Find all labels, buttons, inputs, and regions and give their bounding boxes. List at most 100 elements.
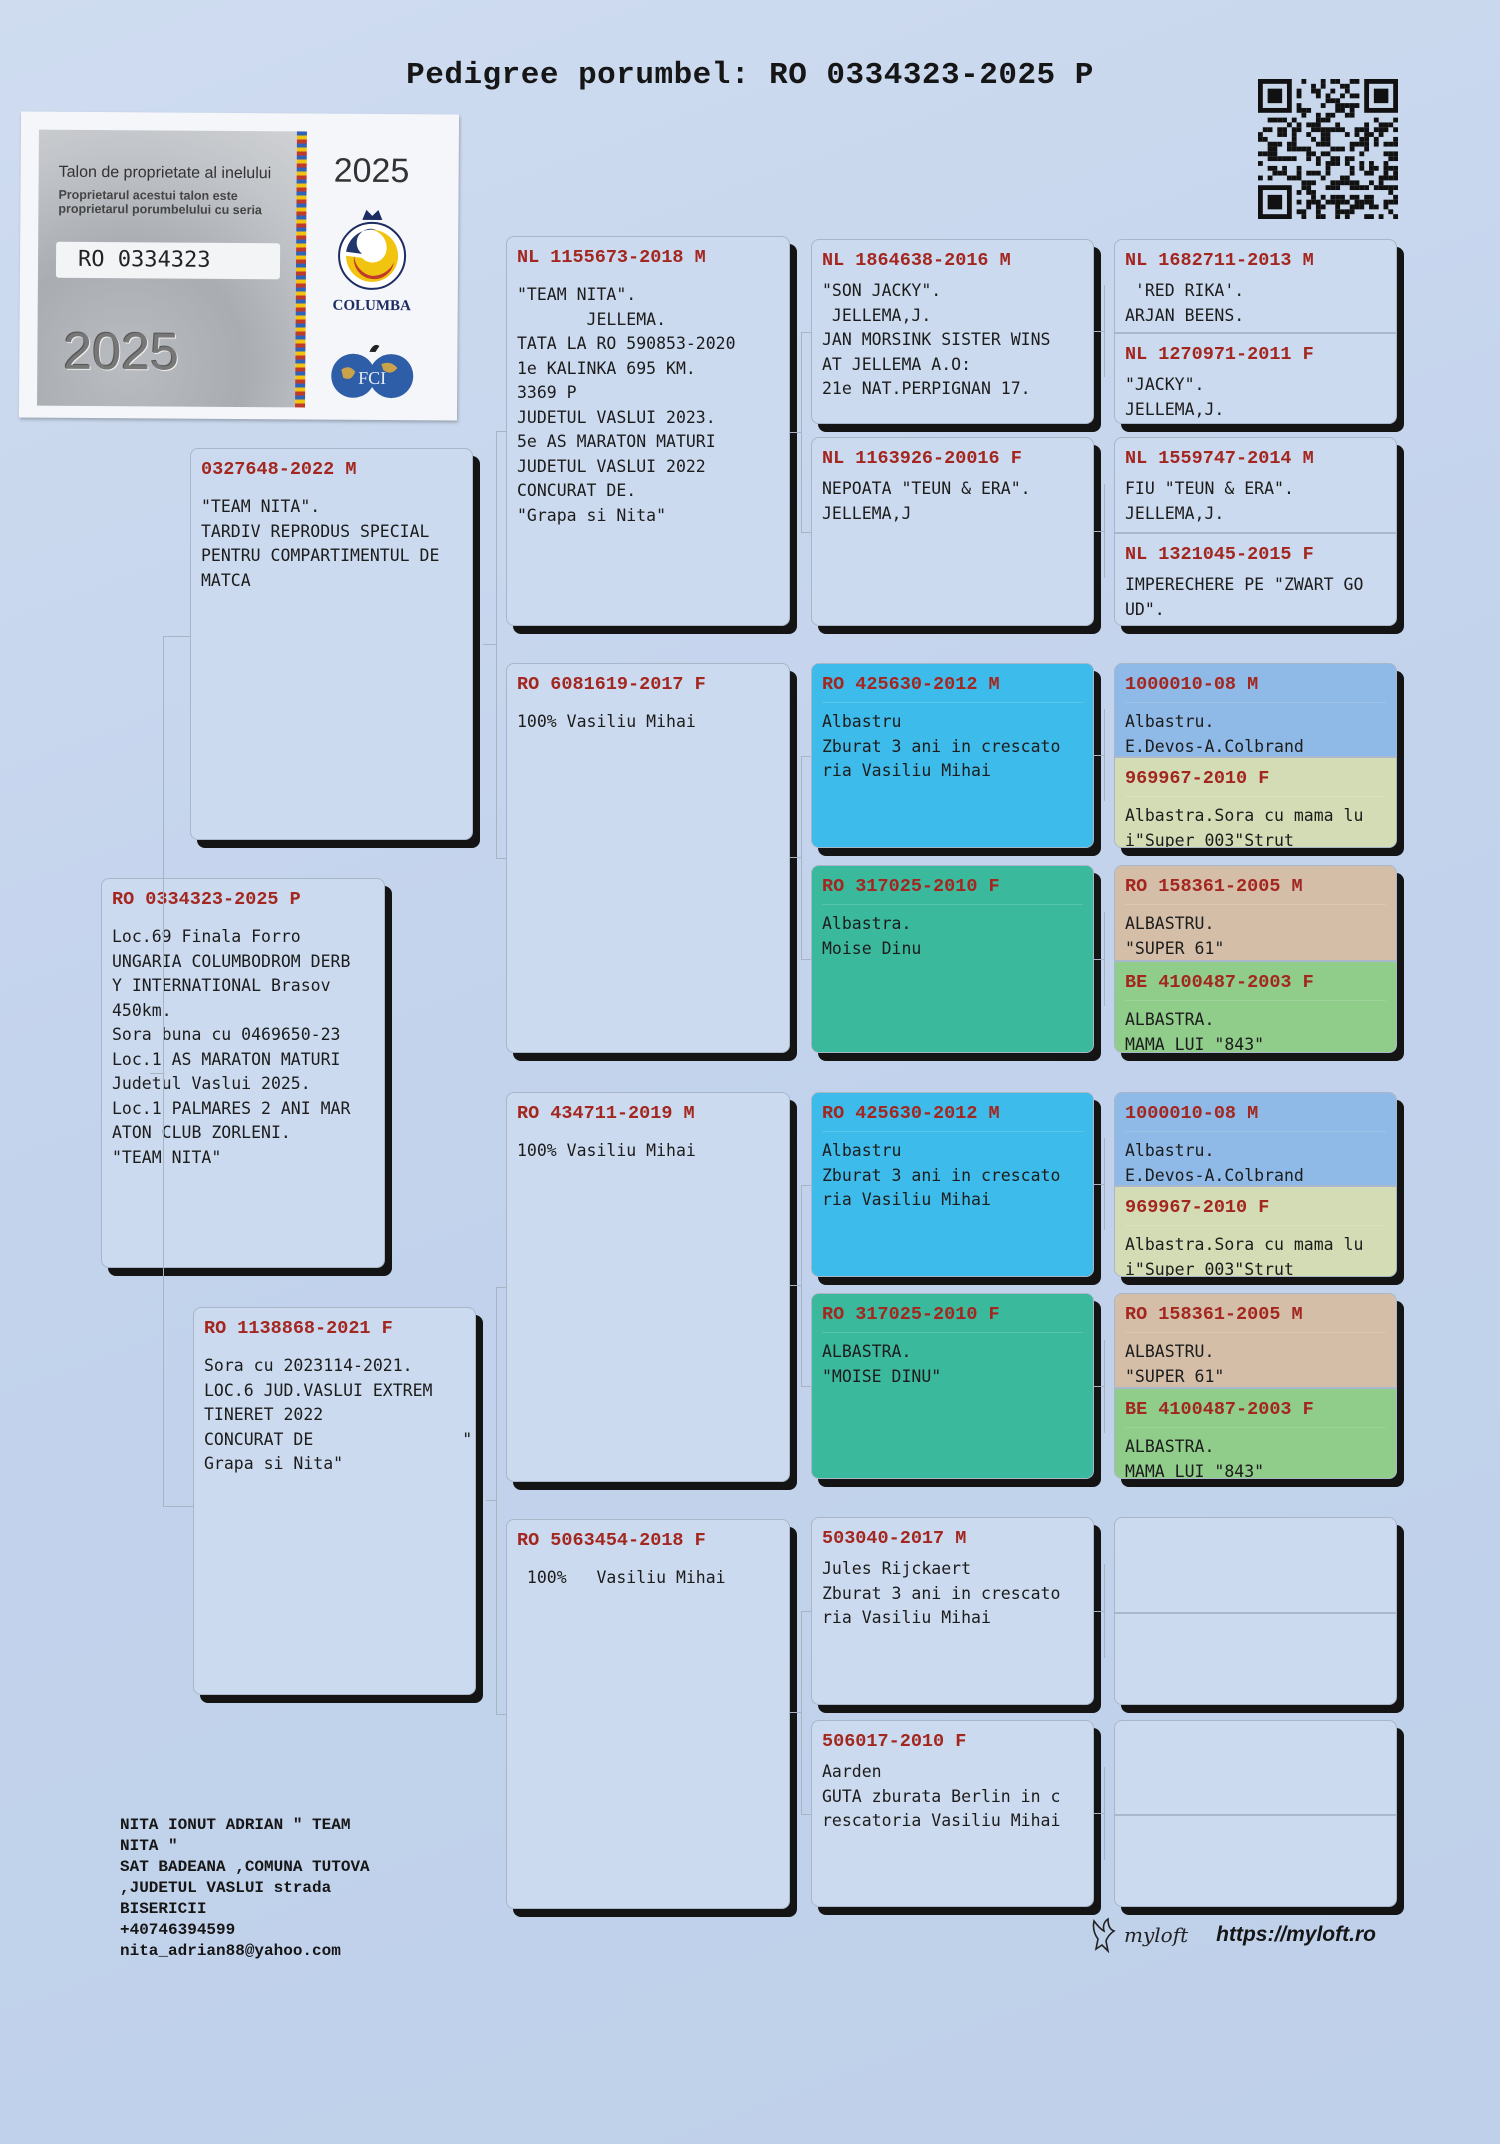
page-title: Pedigree porumbel: RO 0334323-2025 P — [406, 58, 1094, 93]
connector-line — [496, 1287, 506, 1288]
fci-globe-icon: FCI — [331, 344, 414, 399]
pigeon-notes: Albastru.E.Devos-A.Colbrand — [1125, 710, 1386, 756]
ring-ownership-ticket: Talon de proprietate al inelului Proprie… — [18, 111, 460, 421]
notes-line: MAMA LUI "843" — [1125, 1034, 1265, 1053]
ticket-heading: Talon de proprietate al inelului — [58, 163, 272, 183]
notes-line: rescatoria Vasiliu Mihai — [822, 1811, 1061, 1830]
notes-line: Judetul Vaslui 2025. — [112, 1074, 311, 1093]
notes-line: Albastru — [822, 712, 902, 731]
ring-number: RO 425630-2012 M — [822, 674, 1083, 703]
connector-line — [1104, 285, 1105, 377]
gen5-card[interactable] — [1114, 1517, 1397, 1705]
connector-line — [1104, 484, 1105, 578]
columba-emblem-icon — [338, 209, 407, 290]
notes-line: Albastru. — [1125, 1141, 1215, 1160]
gen3-card[interactable]: NL 1155673-2018 M"TEAM NITA". JELLEMA.TA… — [506, 236, 790, 626]
notes-line: JELLEMA. — [517, 309, 667, 329]
connector-line — [1094, 1813, 1104, 1814]
connector-line — [1104, 1766, 1105, 1860]
brand-url-link[interactable]: https://myloft.ro — [1216, 1923, 1376, 1946]
notes-line: ALBASTRU. — [1125, 1342, 1215, 1361]
connector-line — [163, 1506, 193, 1507]
pigeon-entry — [1115, 1721, 1396, 1814]
pigeon-notes: "JACKY".JELLEMA,J. — [1125, 373, 1386, 422]
connector-line — [1094, 331, 1104, 332]
sire-card[interactable]: 0327648-2022 M "TEAM NITA".TARDIV REPRODU… — [190, 448, 473, 840]
notes-line: JELLEMA,J. — [1125, 399, 1225, 419]
ring-number: RO 1138868-2021 F — [204, 1318, 393, 1339]
gen3-card[interactable]: RO 5063454-2018 F 100% Vasiliu Mihai — [506, 1519, 790, 1909]
pigeon-entry: 0327648-2022 M "TEAM NITA".TARDIV REPRODU… — [191, 449, 472, 839]
notes-line: Albastru — [822, 1141, 902, 1160]
breeder-contact: NITA IONUT ADRIAN " TEAM NITA " SAT BADE… — [120, 1816, 370, 1960]
ring-number: 1000010-08 M — [1125, 1103, 1386, 1132]
connector-line — [801, 1611, 802, 1814]
notes-line: JUDETUL VASLUI 2023. — [517, 407, 716, 427]
notes-line: Albastra.Sora cu mama lu — [1125, 806, 1364, 825]
notes-line: CONCURAT DE. — [517, 481, 637, 500]
notes-line: JUDETUL VASLUI 2022 — [517, 456, 706, 476]
ring-number: BE 4100487-2003 F — [1125, 1399, 1386, 1428]
pigeon-notes: FIU "TEUN & ERA".JELLEMA,J. — [1125, 477, 1386, 526]
brand-footer: myloft https://myloft.ro — [1090, 1915, 1376, 1955]
notes-line: 'RED RIKA'. — [1125, 281, 1245, 300]
notes-line: 100% Vasiliu Mihai — [517, 1568, 726, 1587]
ticket-subtext: Proprietarul acestui talon este propriet… — [58, 187, 262, 218]
pigeon-entry: NL 1682711-2013 M 'RED RIKA'.ARJAN BEENS… — [1115, 240, 1396, 332]
gen5-card[interactable]: NL 1682711-2013 M 'RED RIKA'.ARJAN BEENS… — [1114, 239, 1397, 424]
ring-number: 506017-2010 F — [822, 1731, 967, 1752]
brand-name: myloft — [1124, 1923, 1189, 1947]
connector-line — [801, 1386, 811, 1387]
notes-line: Zburat 3 ani in crescato — [822, 1583, 1061, 1603]
notes-line: JELLEMA,J. — [1125, 503, 1225, 523]
connector-line — [801, 755, 802, 959]
connector-line — [1094, 531, 1104, 532]
ticket-year-small: 2025 — [333, 151, 410, 191]
ring-number: NL 1559747-2014 M — [1125, 448, 1314, 469]
notes-line: ARJAN BEENS. — [1125, 305, 1245, 325]
notes-line: MATCA — [201, 570, 251, 590]
connector-line — [801, 755, 811, 757]
connector-line — [1104, 1564, 1105, 1658]
gen5-card[interactable]: NL 1559747-2014 M FIU "TEUN & ERA".JELLEM… — [1114, 437, 1397, 626]
notes-line: JELLEMA,J. — [822, 305, 932, 325]
brand-logo: myloft — [1090, 1917, 1188, 1953]
notes-line: TATA LA RO 590853-2020 — [517, 334, 736, 353]
gen4-card[interactable]: NL 1864638-2016 M"SON JACKY". JELLEMA,J.… — [811, 239, 1094, 424]
notes-line: MAMA LUI "843" — [1125, 1461, 1265, 1479]
notes-line: 21e NAT.PERPIGNAN 17. — [822, 379, 1031, 398]
pigeon-notes: 100% Vasiliu Mihai — [517, 1139, 779, 1164]
notes-line: CONCURAT DE " — [204, 1429, 473, 1449]
notes-line: Jules Rijckaert — [822, 1559, 972, 1578]
pigeon-notes: 'RED RIKA'. ARJAN BEENS. — [1125, 279, 1386, 328]
connector-line — [801, 531, 811, 533]
ring-number: 0327648-2022 M — [201, 459, 357, 480]
ring-number: RO 6081619-2017 F — [517, 674, 706, 695]
gen5-card[interactable] — [1114, 1720, 1397, 1907]
notes-line: i"Super 003"Strut — [1125, 1259, 1294, 1277]
pigeon-notes: ALBASTRA.MAMA LUI "843" — [1125, 1435, 1386, 1479]
